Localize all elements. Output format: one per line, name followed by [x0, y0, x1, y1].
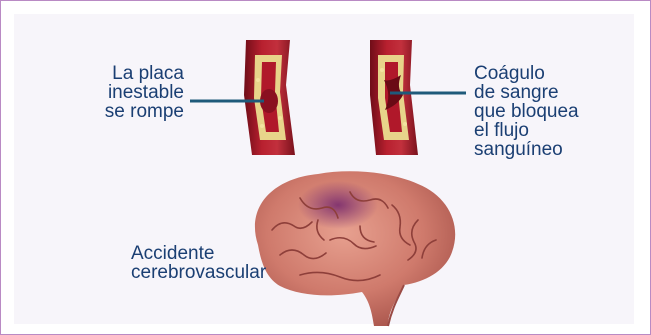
label-stroke: Accidente cerebrovascular — [131, 244, 311, 282]
label-plaque-rupture: La placa inestable se rompe — [74, 64, 184, 121]
artery-blood-clot — [370, 40, 418, 155]
artery-plaque-rupture — [244, 40, 295, 155]
label-blood-clot: Coágulo de sangre que bloquea el flujo s… — [474, 64, 634, 159]
